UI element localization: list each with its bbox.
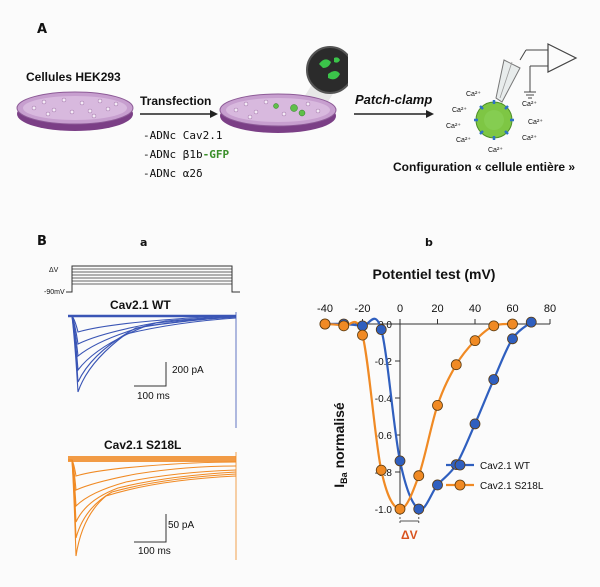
transfection-label: Transfection: [140, 94, 212, 108]
delta-v-label: ΔV: [401, 528, 418, 542]
y-tick-label: -1.0: [375, 505, 393, 516]
construct-beta1b-gfp: -ADNc β1b-GFP: [143, 148, 230, 161]
trace-wt-scale-time: 100 ms: [137, 391, 170, 402]
data-point-series-0: [357, 320, 368, 332]
trace-mutant-scale-bar: [134, 514, 167, 543]
y-label-i: I: [331, 484, 347, 488]
data-point-series-1: [507, 318, 518, 330]
panel-b-label: B: [37, 234, 47, 249]
data-point-series-1: [394, 503, 406, 515]
data-point-series-0: [507, 333, 518, 345]
trace-wt-scale-bar: [134, 362, 167, 387]
ca-ion-label-6: Ca²⁺: [528, 119, 543, 126]
data-point-series-1: [432, 399, 443, 411]
trace-wt-scale-current: 200 pA: [172, 365, 204, 376]
x-tick-label: 0: [397, 303, 403, 315]
patch-clamp-label: Patch-clamp: [355, 92, 433, 107]
data-point-series-1: [375, 464, 387, 476]
x-tick-label: 40: [469, 303, 481, 315]
y-tick-label: -0.2: [375, 357, 393, 368]
chart-y-label: IBa normalisé: [331, 402, 349, 488]
delta-v-annotation: ΔV: [399, 513, 420, 542]
data-point-series-1: [450, 359, 462, 371]
legend-marker-0: [454, 459, 466, 471]
data-point-series-1: [319, 318, 331, 330]
legend-label-1: Cav2.1 S218L: [480, 481, 544, 492]
ca-ion-label-5: Ca²⁺: [522, 101, 537, 108]
data-point-series-0: [432, 479, 443, 491]
data-point-series-1: [338, 320, 350, 332]
data-point-series-1: [413, 470, 425, 482]
trace-mutant-scale-current: 50 pA: [168, 520, 195, 531]
ca-ion-label-1: Ca²⁺: [466, 91, 481, 98]
config-label: Configuration « cellule entière »: [393, 160, 576, 174]
construct-cav21: -ADNc Cav2.1: [143, 129, 223, 142]
trace-mutant: [68, 452, 237, 560]
y-label-rest: normalisé: [331, 402, 347, 472]
ca-ion-label-3: Ca²⁺: [446, 123, 461, 130]
data-point-series-1: [357, 329, 368, 341]
petri-dish-transfected: [219, 46, 348, 133]
data-point-series-0: [394, 455, 406, 467]
data-point-series-0: [469, 418, 481, 430]
legend-label-0: Cav2.1 WT: [480, 461, 530, 472]
construct-alpha2delta: -ADNc α2δ: [143, 167, 203, 180]
x-tick-label: 20: [431, 303, 443, 315]
ca-ion-label-7: Ca²⁺: [522, 135, 537, 142]
y-tick-label: 0.0: [378, 320, 392, 331]
data-point-series-0: [525, 316, 537, 328]
ca-ion-label-8: Ca²⁺: [488, 147, 503, 154]
ca-ion-label-4: Ca²⁺: [456, 137, 471, 144]
petri-dish-untransfected: [16, 91, 134, 131]
whole-cell-illustration: [474, 43, 578, 140]
construct-list: -ADNc Cav2.1 -ADNc β1b-GFP -ADNc α2δ: [143, 126, 229, 183]
y-label-sub: Ba: [339, 471, 349, 483]
voltage-protocol: [66, 265, 240, 293]
trace-mutant-title: Cav2.1 S218L: [104, 438, 182, 452]
x-tick-label: 60: [506, 303, 518, 315]
x-tick-label: 80: [544, 303, 556, 315]
sub-panel-a-label: a: [140, 236, 148, 249]
x-tick-label: -20: [355, 303, 371, 315]
chart-title: Potentiel test (mV): [373, 266, 496, 282]
data-point-series-0: [375, 324, 387, 335]
trace-wt: [68, 312, 237, 428]
trace-mutant-scale-time: 100 ms: [138, 546, 171, 557]
data-point-series-1: [469, 335, 481, 347]
panel-a-label: A: [37, 22, 48, 37]
legend-marker-1: [454, 479, 466, 491]
transfection-arrow: [140, 110, 218, 118]
data-point-series-0: [488, 374, 500, 385]
y-tick-label: -0.4: [375, 394, 393, 405]
chart-legend: Cav2.1 WT Cav2.1 S218L: [446, 459, 544, 492]
cells-label: Cellules HEK293: [26, 70, 121, 84]
chart-series: [319, 316, 537, 515]
iv-curve-chart: Potentiel test (mV) -40 -20 0 20 40 60 80 0.0 -0…: [317, 266, 556, 542]
sub-panel-b-label: b: [425, 236, 433, 249]
ca-ion-label-2: Ca²⁺: [452, 107, 467, 114]
x-tick-label: -40: [317, 303, 333, 315]
trace-wt-title: Cav2.1 WT: [110, 298, 171, 312]
y-tick-label: -0.6: [375, 431, 393, 442]
data-point-series-0: [413, 503, 425, 515]
patch-clamp-arrow: [354, 110, 434, 118]
data-point-series-1: [488, 320, 500, 332]
delta-v-protocol-label: ΔV: [49, 267, 59, 274]
holding-potential-label: -90mV: [44, 289, 65, 296]
